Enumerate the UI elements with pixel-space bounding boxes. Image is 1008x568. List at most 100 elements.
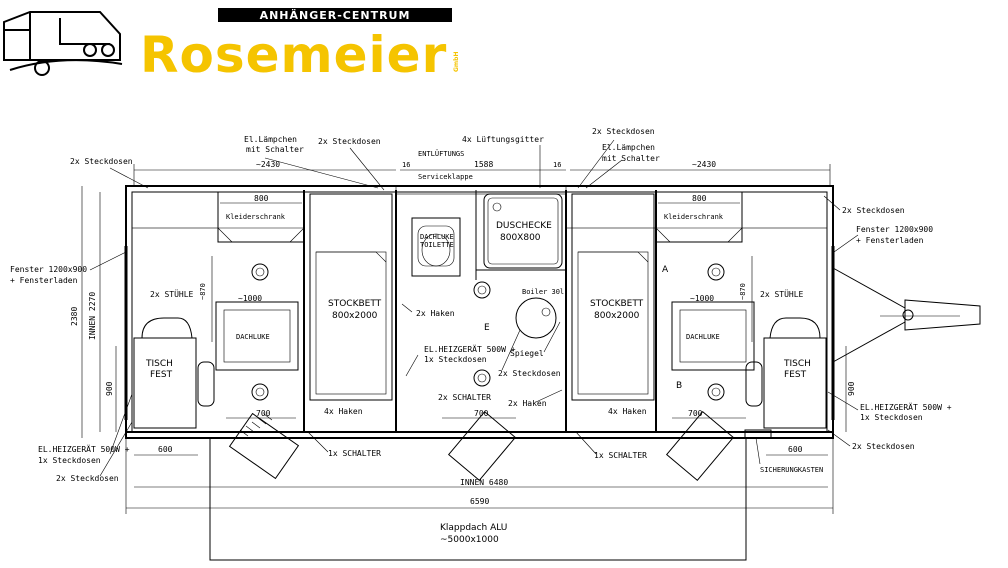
dim-600-right: 600 (788, 445, 803, 454)
label-haken-4x-left: 4x Haken (324, 407, 363, 416)
label-dachluke-wc: DACHLUKE (420, 233, 454, 241)
label-schalter-1x-right: 1x SCHALTER (594, 451, 647, 460)
dim-800-right: 800 (692, 194, 707, 203)
label-fenster-left-1: Fenster 1200x900 (10, 265, 87, 274)
label-boiler: Boiler 30l (522, 288, 564, 296)
folding-roof (209, 438, 747, 561)
dim-2380: 2380 (70, 307, 79, 326)
drawbar (832, 267, 981, 363)
dim-700-2: 700 (474, 409, 489, 418)
label-heiz-left-2: 1x Steckdosen (38, 456, 101, 465)
label-steck-bottom-left: 2x Steckdosen (56, 474, 119, 483)
label-heiz-center-1: EL.HEIZGERÄT 500W + (424, 344, 516, 354)
dim-16-left: 16 (402, 161, 410, 169)
label-stockbett-right-2: 800x2000 (594, 311, 640, 321)
dim-870-right: ~870 (739, 283, 747, 300)
label-steck-top-right: 2x Steckdosen (592, 127, 655, 136)
label-haken-2x-top: 2x Haken (416, 309, 455, 318)
label-lamp-right-2: mit Schalter (602, 154, 660, 163)
dim-900-left: 900 (105, 381, 114, 396)
label-heiz-right-1: EL.HEIZGERÄT 500W + (860, 402, 952, 412)
dim-900-right: 900 (847, 381, 856, 396)
dimension-lines (81, 164, 847, 514)
dim-2430-right: ~2430 (692, 160, 716, 169)
dim-6590: 6590 (470, 497, 489, 506)
label-dusche-2: 800X800 (500, 233, 541, 243)
label-fenster-right-2: + Fensterladen (856, 236, 924, 245)
dim-innen-2270: INNEN 2270 (88, 292, 97, 340)
chairs-right (769, 317, 821, 339)
bottom-labels: EL.HEIZGERÄT 500W + 1x Steckdosen 2x Ste… (38, 442, 915, 545)
label-dachluke-left: DACHLUKE (236, 333, 270, 341)
dim-16-right: 16 (553, 161, 561, 169)
leader-lines (89, 139, 859, 477)
chairs-left (141, 317, 193, 339)
label-stockbett-right-1: STOCKBETT (590, 299, 644, 309)
label-stuehle-right: 2x STÜHLE (760, 289, 804, 299)
toilet (411, 217, 461, 277)
dim-700-1: 700 (256, 409, 271, 418)
label-heiz-center-2: 1x Steckdosen (424, 355, 487, 364)
label-haken-4x-right: 4x Haken (608, 407, 647, 416)
shower-corner (483, 193, 563, 269)
label-servicklappe: Serviceklappe (418, 173, 473, 181)
label-dusche-1: DUSCHECKE (496, 221, 552, 231)
dim-1000-left: ~1000 (238, 294, 262, 303)
top-labels: 2x Steckdosen El.Lämpchen mit Schalter 2… (70, 127, 716, 181)
label-b: B (676, 381, 682, 391)
brand-suffix: GmbH (453, 52, 460, 73)
label-steck-center: 2x Steckdosen (498, 369, 561, 378)
label-steckdosen-topleft: 2x Steckdosen (70, 157, 133, 166)
label-lueftung: 4x Lüftungsgitter (462, 135, 544, 144)
label-spiegel: Spiegel (510, 349, 544, 358)
dim-700-3: 700 (688, 409, 703, 418)
table-left (133, 337, 215, 429)
dim-2430-left: ~2430 (256, 160, 280, 169)
label-kleider-left: Kleiderschrank (226, 213, 286, 221)
label-schalter-2x: 2x SCHALTER (438, 393, 491, 402)
label-fenster-right-1: Fenster 1200x900 (856, 225, 933, 234)
label-stuehle-left: 2x STÜHLE (150, 289, 194, 299)
label-tisch-left-1: TISCH (145, 359, 173, 369)
brand-tagline: ANHÄNGER-CENTRUM (260, 8, 411, 22)
label-heiz-right-2: 1x Steckdosen (860, 413, 923, 422)
label-kleider-right: Kleiderschrank (664, 213, 724, 221)
label-entlueftung: ENTLÜFTUNGS (418, 149, 464, 158)
label-schalter-1x-left: 1x SCHALTER (328, 449, 381, 458)
dim-870-left: ~870 (199, 283, 207, 300)
trailer-car-icon (3, 11, 123, 76)
label-lamp-left-1: El.Lämpchen (244, 135, 297, 144)
label-heiz-left-1: EL.HEIZGERÄT 500W + (38, 444, 130, 454)
label-sicherung: SICHERUNGKASTEN (760, 466, 823, 474)
label-stockbett-left-1: STOCKBETT (328, 299, 382, 309)
label-haken-2x-mid: 2x Haken (508, 399, 547, 408)
label-tisch-left-2: FEST (150, 370, 173, 380)
dim-800-left: 800 (254, 194, 269, 203)
label-toilette: TOILETTE (420, 241, 454, 249)
label-lamp-left-2: mit Schalter (246, 145, 304, 154)
label-lamp-right-1: El.Lämpchen (602, 143, 655, 152)
brand-name: Rosemeier (140, 26, 447, 84)
dim-innen-6480: INNEN 6480 (460, 478, 508, 487)
label-tisch-right-2: FEST (784, 370, 807, 380)
bunk-bed-right (571, 193, 655, 401)
label-klappdach-1: Klappdach ALU (440, 523, 507, 533)
tagline-bar (218, 8, 452, 22)
bunk-bed-left (309, 193, 393, 401)
table-right (745, 337, 827, 429)
boiler-sink (515, 297, 557, 339)
label-e: E (484, 323, 490, 333)
dim-1000-right: ~1000 (690, 294, 714, 303)
label-stockbett-left-2: 800x2000 (332, 311, 378, 321)
label-dachluke-right: DACHLUKE (686, 333, 720, 341)
top-cabinets (131, 185, 828, 243)
ceiling-lamps (251, 263, 725, 401)
label-steck-right-top: 2x Steckdosen (842, 206, 905, 215)
label-steck-bottom-right: 2x Steckdosen (852, 442, 915, 451)
room-labels: 800 800 Kleiderschrank Kleiderschrank DU… (10, 194, 952, 422)
label-steck-top-left: 2x Steckdosen (318, 137, 381, 146)
dim-1588: 1588 (474, 160, 493, 169)
label-tisch-right-1: TISCH (783, 359, 811, 369)
label-a: A (662, 265, 669, 275)
